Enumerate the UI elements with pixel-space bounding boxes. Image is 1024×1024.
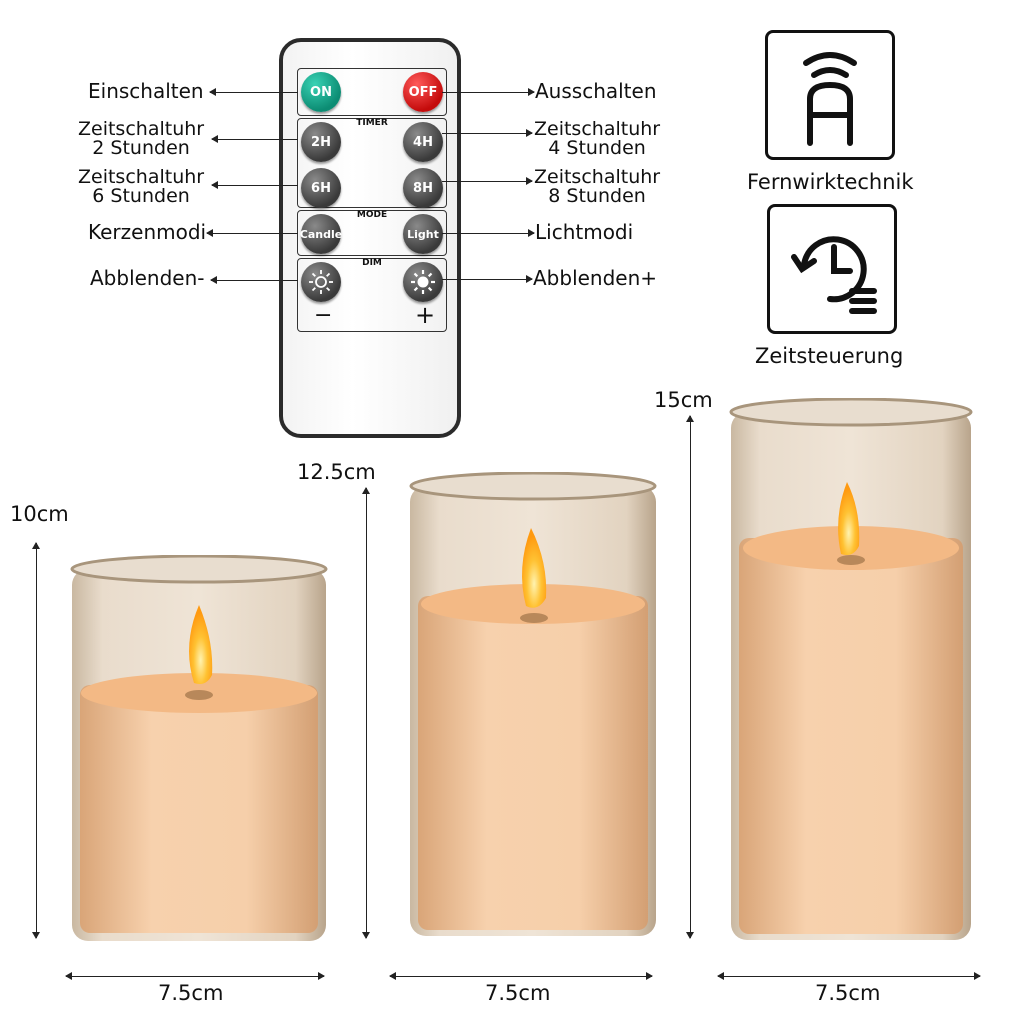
label-timer-8h-line1: Zeitschaltuhr (534, 166, 661, 188)
timer-feature-box (767, 204, 897, 334)
width-small-label: 7.5cm (158, 981, 224, 1005)
arrow-timer-2h (211, 135, 298, 143)
label-timer-2h-line1: Zeitschaltuhr (78, 118, 205, 140)
dim-up-button[interactable] (403, 262, 443, 302)
remote-control: ON OFF TIMER 2H 4H 6H 8H MODE Candle Lig… (279, 38, 461, 438)
timer-6h-button[interactable]: 6H (301, 168, 341, 208)
height-medium-arrow (362, 487, 370, 939)
candle-mode-button[interactable]: Candle (300, 214, 342, 254)
arrow-einschalten (209, 88, 298, 96)
label-abblenden-plus: Abblenden+ (533, 266, 658, 290)
width-small-arrow (65, 972, 325, 980)
label-timer-6h: Zeitschaltuhr 6 Stunden (78, 168, 204, 206)
arrow-lichtmodi (442, 229, 535, 237)
candle-large (729, 398, 973, 940)
width-medium-label: 7.5cm (485, 981, 551, 1005)
height-small-label: 10cm (10, 502, 69, 526)
candle-medium (409, 472, 657, 936)
label-kerzenmodi: Kerzenmodi (88, 220, 207, 244)
label-timer-8h: Zeitschaltuhr 8 Stunden (534, 168, 660, 206)
label-lichtmodi: Lichtmodi (535, 220, 634, 244)
label-zeitsteuerung: Zeitsteuerung (755, 344, 904, 368)
mode-title: MODE (356, 210, 388, 220)
clock-timer-icon (791, 236, 877, 314)
height-large-label: 15cm (654, 388, 713, 412)
label-timer-4h-line1: Zeitschaltuhr (534, 118, 661, 140)
on-button[interactable]: ON (301, 72, 341, 112)
dim-minus-sign: − (314, 303, 333, 328)
label-timer-2h-line2: 2 Stunden (92, 137, 190, 159)
arrow-timer-4h (442, 129, 533, 137)
sun-dim-icon (309, 270, 333, 294)
timer-2h-button[interactable]: 2H (301, 122, 341, 162)
dim-down-button[interactable] (301, 262, 341, 302)
height-large-arrow (686, 415, 694, 939)
arrow-timer-8h (442, 177, 533, 185)
remote-control-icon (803, 52, 857, 146)
arrow-ausschalten (442, 88, 535, 96)
power-panel: ON OFF (297, 68, 447, 116)
timer-title: TIMER (356, 118, 388, 128)
timer-8h-button[interactable]: 8H (403, 168, 443, 208)
label-timer-2h: Zeitschaltuhr 2 Stunden (78, 120, 204, 158)
mode-panel: MODE Candle Light (297, 210, 447, 256)
timer-4h-button[interactable]: 4H (403, 122, 443, 162)
dim-plus-sign: + (415, 301, 436, 329)
remote-feature-box (765, 30, 895, 160)
sun-bright-icon (411, 270, 435, 294)
width-medium-arrow (389, 972, 653, 980)
arrow-timer-6h (211, 181, 298, 189)
label-timer-8h-line2: 8 Stunden (548, 185, 646, 207)
width-large-label: 7.5cm (815, 981, 881, 1005)
light-mode-button[interactable]: Light (403, 214, 443, 254)
height-small-arrow (32, 542, 40, 939)
arrow-abblenden-minus (210, 276, 298, 284)
dim-title: DIM (362, 258, 382, 268)
candle-small (70, 555, 328, 941)
label-abblenden-minus: Abblenden- (90, 266, 205, 290)
height-medium-label: 12.5cm (297, 460, 376, 484)
arrow-kerzenmodi (206, 229, 298, 237)
arrow-abblenden-plus (442, 275, 533, 283)
off-button[interactable]: OFF (403, 72, 443, 112)
label-timer-6h-line2: 6 Stunden (92, 185, 190, 207)
label-timer-4h-line2: 4 Stunden (548, 137, 646, 159)
label-timer-6h-line1: Zeitschaltuhr (78, 166, 205, 188)
label-ausschalten: Ausschalten (535, 79, 657, 103)
width-large-arrow (717, 972, 981, 980)
dim-panel: DIM − (297, 258, 447, 332)
label-fernwirktechnik: Fernwirktechnik (747, 170, 914, 194)
label-timer-4h: Zeitschaltuhr 4 Stunden (534, 120, 660, 158)
timer-panel: TIMER 2H 4H 6H 8H (297, 118, 447, 208)
label-einschalten: Einschalten (88, 79, 204, 103)
